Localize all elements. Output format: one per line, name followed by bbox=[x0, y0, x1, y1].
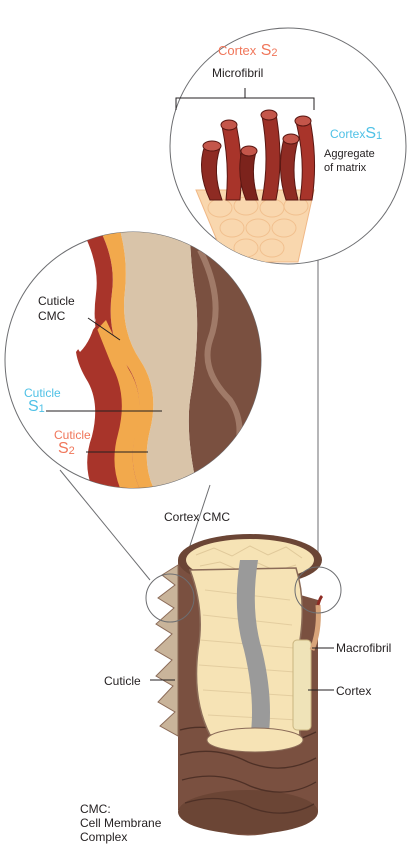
cuticle-s1-num: 1 bbox=[39, 403, 45, 415]
cortex-s2-label: Cortex S2 bbox=[218, 44, 278, 60]
cuticle-s2-num: 2 bbox=[69, 445, 75, 457]
macrofibril-label: Macrofibril bbox=[336, 641, 391, 655]
cuticle-edge bbox=[155, 565, 178, 736]
cmc-legend-line3: Complex bbox=[80, 830, 127, 844]
cmc-legend-line2: Cell Membrane bbox=[80, 816, 161, 830]
cuticle-label: Cuticle bbox=[104, 674, 141, 688]
cuticle-s1-code-label: S1 bbox=[28, 400, 45, 416]
cortex-s1-code: S bbox=[365, 125, 376, 142]
cuticle-inset bbox=[5, 230, 270, 500]
hair-shaft bbox=[146, 534, 341, 836]
aggregate-label-line1: Aggregate bbox=[324, 148, 375, 161]
cortex-s1-word: Cortex bbox=[330, 127, 365, 141]
cortex-label: Cortex bbox=[336, 684, 371, 698]
cmc-legend-line1: CMC: bbox=[80, 802, 111, 816]
cortex-s1-num: 1 bbox=[376, 130, 382, 142]
cortex-s2-word: Cortex bbox=[218, 43, 256, 58]
cortex-s2-code: S bbox=[261, 42, 272, 59]
cortex-cmc-label: Cortex CMC bbox=[164, 510, 230, 524]
aggregate-label-line2: of matrix bbox=[324, 162, 366, 175]
cortex-s1-label: CortexS1 bbox=[330, 127, 382, 143]
cuticle-s2-code: S bbox=[58, 440, 69, 457]
cuticle-cmc-label-line1: Cuticle bbox=[38, 294, 75, 308]
microfibril-label: Microfibril bbox=[212, 66, 263, 80]
cuticle-s2-code-label: S2 bbox=[58, 442, 75, 458]
cortex-inset bbox=[170, 28, 406, 264]
macrofibril-strand bbox=[293, 640, 311, 730]
cuticle-s1-code: S bbox=[28, 398, 39, 415]
cortex-s2-num: 2 bbox=[271, 47, 277, 59]
cuticle-cmc-label-line2: CMC bbox=[38, 309, 65, 323]
